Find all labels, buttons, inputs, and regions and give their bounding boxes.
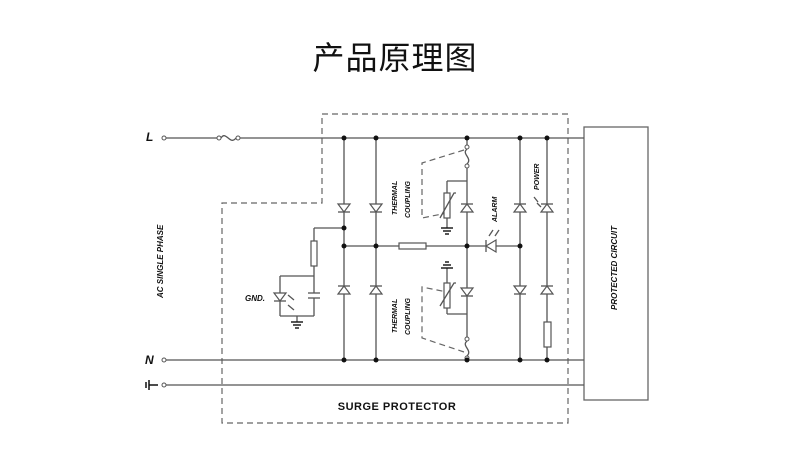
terminal-n-label: N xyxy=(145,353,154,367)
alarm-led-icon xyxy=(484,229,500,254)
ground-varistor-bottom-icon xyxy=(441,261,453,269)
varistor-top-icon xyxy=(439,192,456,219)
power-label: POWER xyxy=(534,164,541,190)
ground-varistor-top-icon xyxy=(441,227,453,235)
surge-protector-label: SURGE PROTECTOR xyxy=(338,401,457,413)
resistor-middle xyxy=(398,242,427,250)
thermal-label-top-1: THERMAL xyxy=(392,181,399,215)
alarm-label: ALARM xyxy=(492,197,499,223)
thermal-label-top-2: COUPLING xyxy=(405,181,412,219)
tvs-diode-3-icon xyxy=(368,203,384,213)
junction-dots xyxy=(341,135,550,363)
protected-circuit-label: PROTECTED CIRCUIT xyxy=(610,225,619,310)
tvs-diode-5-icon xyxy=(459,203,475,213)
varistor-bottom-icon xyxy=(439,282,456,309)
gnd-label: GND. xyxy=(245,294,265,303)
capacitor-icon xyxy=(308,292,320,299)
protected-circuit-box xyxy=(583,126,649,401)
ac-single-phase-label: AC SINGLE PHASE xyxy=(156,224,165,299)
tvs-diode-8-icon xyxy=(512,285,528,295)
tvs-diode-6-icon xyxy=(459,287,475,297)
ground-terminal-icon xyxy=(145,380,158,390)
tvs-diode-7-icon xyxy=(512,203,528,213)
surge-protector-boundary xyxy=(221,113,569,424)
tvs-diode-4-icon xyxy=(368,285,384,295)
thermal-label-bottom-1: THERMAL xyxy=(392,299,399,333)
tvs-diode-1-icon xyxy=(336,203,352,213)
fuse-icon xyxy=(216,135,241,141)
terminal-n xyxy=(161,357,167,363)
terminal-l-label: L xyxy=(146,130,153,144)
resistor-gnd xyxy=(310,240,318,267)
power-led-icon xyxy=(533,196,555,213)
resistor-power xyxy=(543,321,552,348)
thermal-fuse-top-icon xyxy=(464,144,470,169)
terminal-ground xyxy=(161,382,167,388)
gas-discharge-led-icon xyxy=(272,292,295,311)
thermal-fuse-bottom-icon xyxy=(464,336,470,361)
page-title: 产品原理图 xyxy=(312,39,478,77)
terminal-l xyxy=(161,135,167,141)
thermal-label-bottom-2: COUPLING xyxy=(405,298,412,336)
tvs-diode-2-icon xyxy=(336,285,352,295)
tvs-diode-9-icon xyxy=(539,285,555,295)
ground-gnd-icon xyxy=(291,321,303,329)
